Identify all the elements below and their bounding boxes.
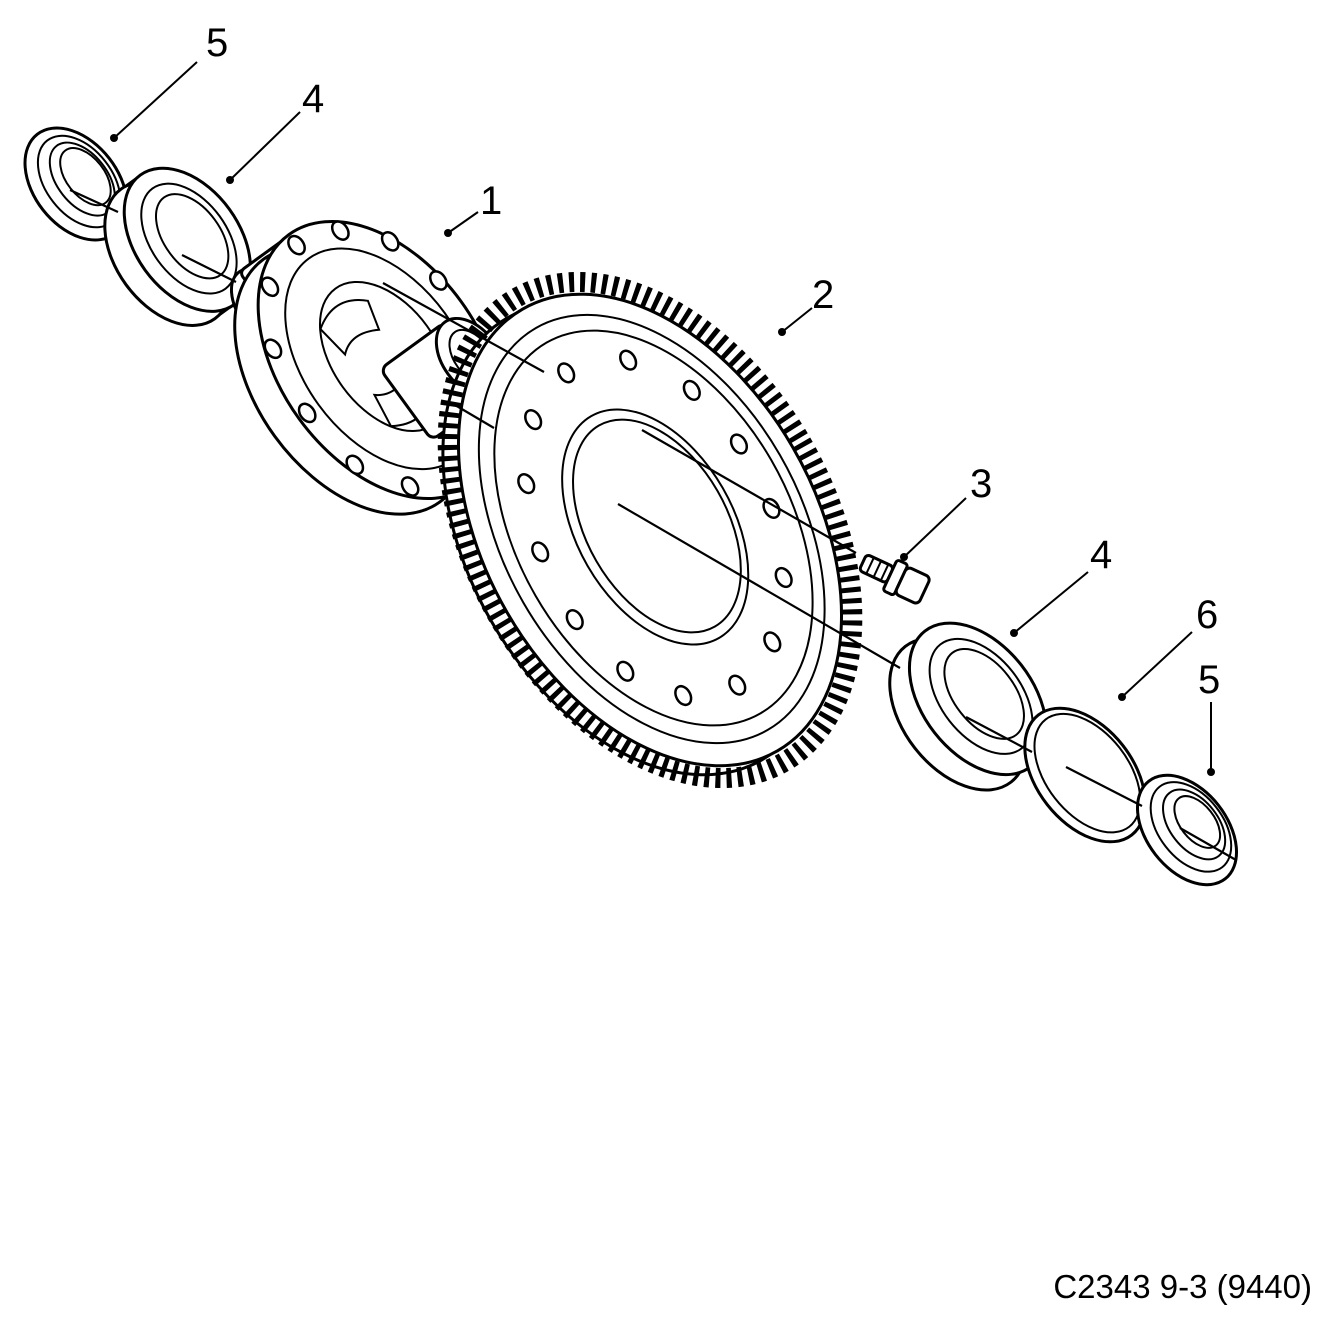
callout-bearing-left: 4 <box>302 77 324 121</box>
shim-ring <box>1023 706 1147 844</box>
callout-bearing-right: 4 <box>1090 533 1112 577</box>
callout-bolt: 3 <box>970 462 992 506</box>
callout-shim: 6 <box>1196 593 1218 637</box>
callout-diff-housing: 1 <box>480 179 502 223</box>
bearing-left <box>103 166 252 327</box>
ring-gear <box>437 271 863 789</box>
differential-housing <box>229 220 507 516</box>
oil-seal-right <box>1135 773 1239 887</box>
assembly-axis-lines <box>69 189 1237 861</box>
callout-leaders <box>110 61 1215 776</box>
callout-seal-right: 5 <box>1198 658 1220 702</box>
diagram-caption: C2343 9-3 (9440) <box>1053 1268 1312 1305</box>
bolt <box>858 553 931 605</box>
callout-seal-left: 5 <box>206 21 228 65</box>
callout-ring-gear: 2 <box>812 273 834 317</box>
